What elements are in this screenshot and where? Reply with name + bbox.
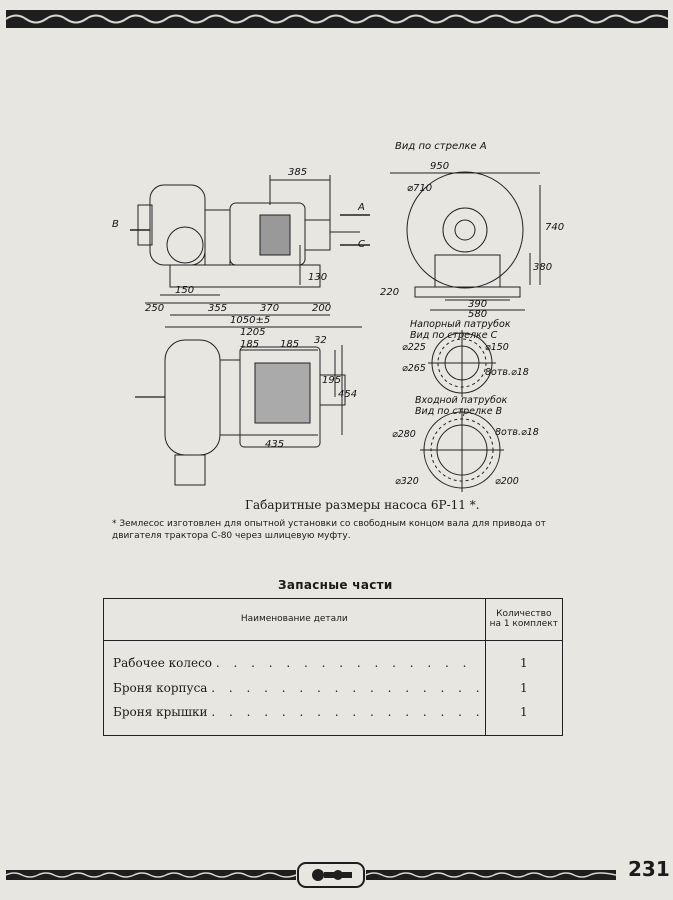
dim-150: 150: [175, 285, 194, 296]
footnote: * Землесос изготовлен для опытной устано…: [112, 519, 546, 541]
dim-370: 370: [260, 303, 279, 314]
figure-caption: Габаритные размеры насоса 6Р-11 *.: [245, 498, 480, 512]
table-row: Рабочее колесо . . . . . . . . . . . . .…: [103, 651, 563, 676]
dim-dia-265: ⌀265: [402, 363, 426, 374]
dim-380: 380: [533, 262, 552, 273]
col-header-qty-line1: Количество: [496, 609, 552, 620]
part-name-cell: Рабочее колесо . . . . . . . . . . . . .…: [103, 651, 486, 676]
part-name: Броня корпуса: [113, 680, 208, 695]
spare-parts-table: Наименование детали Количество на 1 комп…: [103, 598, 563, 736]
bottom-ornament-band: [6, 862, 616, 888]
dim-185-right: 185: [280, 339, 299, 350]
dim-dia-320: ⌀320: [395, 476, 419, 487]
discharge-title-2: Вид по стрелке С: [410, 330, 498, 341]
dim-195: 195: [322, 375, 341, 386]
dim-710: ⌀710: [407, 183, 432, 194]
col-header-qty-line2: на 1 комплект: [489, 619, 558, 630]
dim-1205: 1205: [240, 327, 265, 338]
page-number: 231: [628, 857, 670, 881]
dim-740: 740: [545, 222, 564, 233]
dim-385: 385: [288, 167, 307, 178]
dim-950: 950: [430, 161, 449, 172]
discharge-flange-view: Напорный патрубок Вид по стрелке С ⌀225 …: [402, 319, 529, 397]
table-row: Броня корпуса . . . . . . . . . . . . . …: [103, 675, 563, 701]
dim-130: 130: [308, 272, 327, 283]
dim-200: 200: [312, 303, 331, 314]
part-qty: 1: [519, 705, 528, 720]
side-view: В А С 385 150 250 355 370 200 130 1050±5…: [112, 167, 370, 338]
table-row: Броня крышки . . . . . . . . . . . . . .…: [103, 700, 563, 725]
col-header-name: Наименование детали: [103, 598, 486, 641]
dim-32: 32: [314, 335, 327, 346]
inlet-flange-view: Входной патрубок Вид по стрелке В ⌀280 8…: [392, 395, 539, 492]
dim-dia-200: ⌀200: [495, 476, 519, 487]
view-a-title: Вид по стрелке А: [395, 141, 487, 152]
dim-185-left: 185: [240, 339, 259, 350]
table-header-row: Наименование детали Количество на 1 комп…: [103, 598, 563, 641]
spare-parts-title: Запасные части: [278, 578, 393, 592]
arrow-a-label: А: [357, 202, 365, 213]
inlet-title-1: Входной патрубок: [415, 395, 508, 406]
part-name-cell: Броня крышки . . . . . . . . . . . . . .…: [103, 700, 486, 725]
top-ornament-band: [6, 10, 668, 28]
pump-dimension-drawing: В А С 385 150 250 355 370 200 130 1050±5…: [112, 141, 564, 492]
dim-390: 390: [468, 299, 487, 310]
arrow-c-label: С: [358, 239, 365, 250]
inlet-title-2: Вид по стрелке В: [415, 406, 502, 417]
front-view-a: Вид по стрелке А 950 ⌀710 740 380 220 39…: [380, 141, 564, 320]
part-name: Броня крышки: [113, 705, 208, 720]
holes-b-label: 8отв.⌀18: [495, 427, 539, 438]
dim-580: 580: [468, 309, 487, 320]
dim-355: 355: [208, 303, 227, 314]
dim-250: 250: [145, 303, 164, 314]
part-qty: 1: [519, 680, 528, 695]
discharge-title-1: Напорный патрубок: [410, 319, 511, 330]
plan-view: 185 185 32 195 454 435: [135, 335, 357, 486]
dim-dia-280: ⌀280: [392, 429, 416, 440]
dim-454: 454: [338, 389, 357, 400]
dim-220: 220: [380, 287, 399, 298]
dim-1050: 1050±5: [230, 315, 270, 326]
holes-c-label: 8отв.⌀18: [485, 367, 529, 378]
dim-435: 435: [265, 439, 284, 450]
part-name: Рабочее колесо: [113, 656, 213, 671]
part-qty: 1: [519, 656, 528, 671]
arrow-b-label: В: [112, 219, 119, 230]
dim-dia-225: ⌀225: [402, 342, 426, 353]
dim-dia-150: ⌀150: [485, 342, 509, 353]
part-name-cell: Броня корпуса . . . . . . . . . . . . . …: [103, 675, 486, 701]
col-header-qty: Количество на 1 комплект: [485, 598, 563, 641]
